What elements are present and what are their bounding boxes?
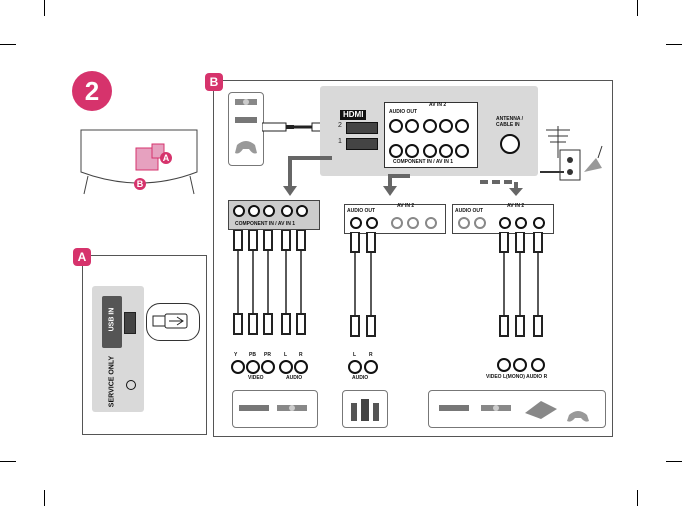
crop-mark <box>44 0 45 16</box>
component-jack-label-pb: PB <box>249 352 256 358</box>
av-devices <box>428 390 606 428</box>
component-jack-label-pr: PR <box>264 352 271 358</box>
hdmi-port-2-label: 2 <box>338 122 342 129</box>
component-video-caption: VIDEO <box>248 375 264 381</box>
component-audio-caption: AUDIO <box>286 375 303 381</box>
component-block: COMPONENT IN / AV IN 1 <box>228 200 320 230</box>
panel-a-tag: A <box>73 248 91 266</box>
av-block: AV IN 2 AUDIO OUT <box>452 203 554 234</box>
crop-mark <box>637 490 638 506</box>
step-number-badge: 2 <box>72 71 112 111</box>
audio-jack-row: L R AUDIO <box>344 352 384 382</box>
component-jack-row: Y PB PR L R VIDEO AUDIO <box>228 352 320 382</box>
crop-mark <box>0 44 16 45</box>
audio-block-av-in-2: AV IN 2 <box>397 203 415 209</box>
component-block-label: COMPONENT IN / AV IN 1 <box>235 221 296 227</box>
panel-b <box>213 80 613 437</box>
hdmi-port-1[interactable] <box>346 138 378 150</box>
component-devices <box>232 390 318 428</box>
component-jack-label-y: Y <box>234 352 238 358</box>
component-device-jacks-icon <box>231 360 308 374</box>
devices-icon <box>235 99 257 154</box>
tag-b-small: B <box>134 178 146 190</box>
speaker-system-icon <box>351 399 379 421</box>
crop-mark <box>637 0 638 16</box>
tv-av-in-2-label: AV IN 2 <box>429 102 447 108</box>
crop-mark <box>666 461 682 462</box>
tag-a-small: A <box>160 152 172 164</box>
av-jack-row: VIDEO L(MONO) AUDIO R <box>484 352 564 382</box>
usb-port[interactable] <box>124 312 136 334</box>
audio-block-jacks-icon <box>350 217 437 229</box>
av-caption: VIDEO L(MONO) AUDIO R <box>486 374 548 380</box>
hdmi-port-1-label: 1 <box>338 138 342 145</box>
usb-device <box>146 303 200 341</box>
component-jack-label-l: L <box>284 352 288 358</box>
crop-mark <box>666 44 682 45</box>
audio-cables <box>350 232 376 337</box>
component-jacks-icon <box>233 205 308 217</box>
crop-mark <box>44 490 45 506</box>
audio-jack-label-l: L <box>353 352 357 358</box>
tv-audio-out-label: AUDIO OUT <box>389 109 418 115</box>
panel-b-tag: B <box>205 73 223 91</box>
av-block-audio-out: AUDIO OUT <box>455 208 484 214</box>
av-block-av-in-2: AV IN 2 <box>507 203 525 209</box>
tv-jack-cluster: AV IN 2 AUDIO OUT COMPONENT IN / AV IN 1 <box>384 102 478 168</box>
component-cables <box>233 230 306 335</box>
tv-rear-view: A B <box>80 128 198 198</box>
usb-in-label: USB IN <box>102 296 122 348</box>
av-device-jacks-icon <box>497 358 545 372</box>
audio-jack-label-r: R <box>369 352 373 358</box>
usb-stick-icon <box>152 313 188 329</box>
source-devices-column <box>228 92 264 166</box>
audio-device-jacks-icon <box>348 360 378 374</box>
av-devices-icon <box>439 401 589 422</box>
hdmi-port-2[interactable] <box>346 122 378 134</box>
dvd-player-icon <box>239 405 307 411</box>
component-jack-label-r: R <box>299 352 303 358</box>
tv-jacks-icon <box>389 119 469 158</box>
antenna-label: ANTENNA / CABLE IN <box>496 116 524 128</box>
connection-arrows <box>283 156 523 196</box>
audio-block: AV IN 2 AUDIO OUT <box>344 203 446 234</box>
antenna-port[interactable] <box>500 134 520 154</box>
service-only-label: SERVICE ONLY <box>108 355 116 408</box>
audio-caption: AUDIO <box>352 375 369 381</box>
audio-devices <box>342 390 388 428</box>
service-port <box>126 380 136 390</box>
audio-block-audio-out: AUDIO OUT <box>347 208 376 214</box>
crop-mark <box>0 461 16 462</box>
av-block-jacks-icon <box>458 217 545 229</box>
antenna-icon <box>540 126 603 181</box>
hdmi-logo: HDMI <box>340 110 367 120</box>
tv-component-label: COMPONENT IN / AV IN 1 <box>393 159 454 165</box>
av-cables <box>499 232 543 337</box>
